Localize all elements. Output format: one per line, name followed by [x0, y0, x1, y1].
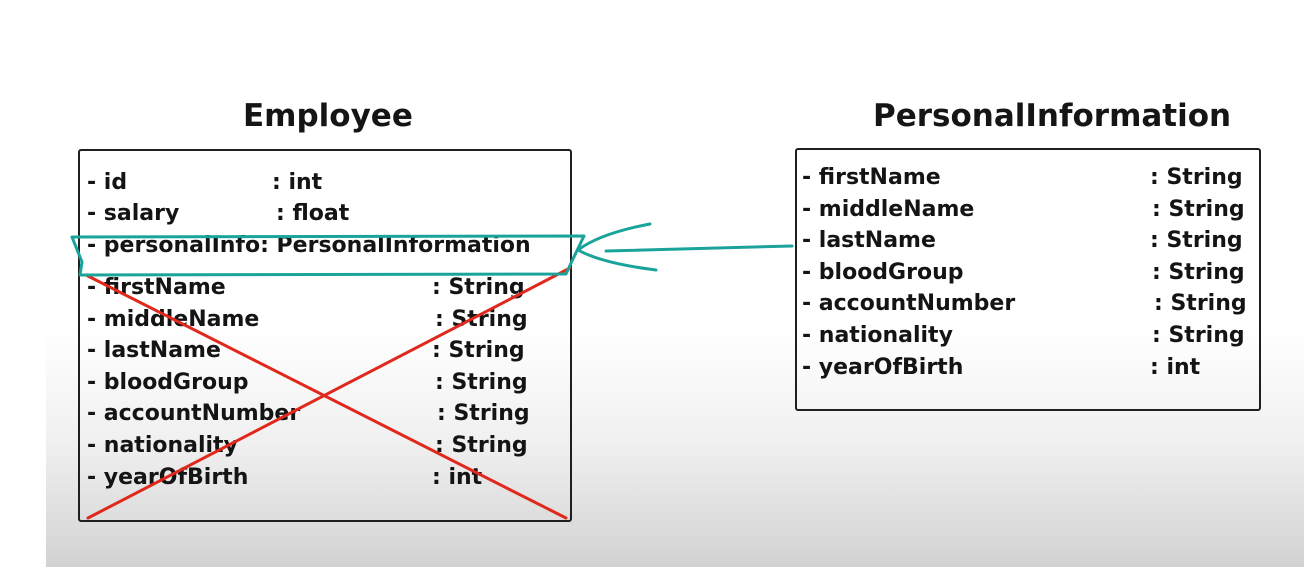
left-margin — [0, 0, 46, 567]
personal-information-class-box — [795, 148, 1261, 411]
personal-information-class-title: PersonalInformation — [873, 98, 1232, 134]
employee-class-title: Employee — [243, 98, 413, 134]
